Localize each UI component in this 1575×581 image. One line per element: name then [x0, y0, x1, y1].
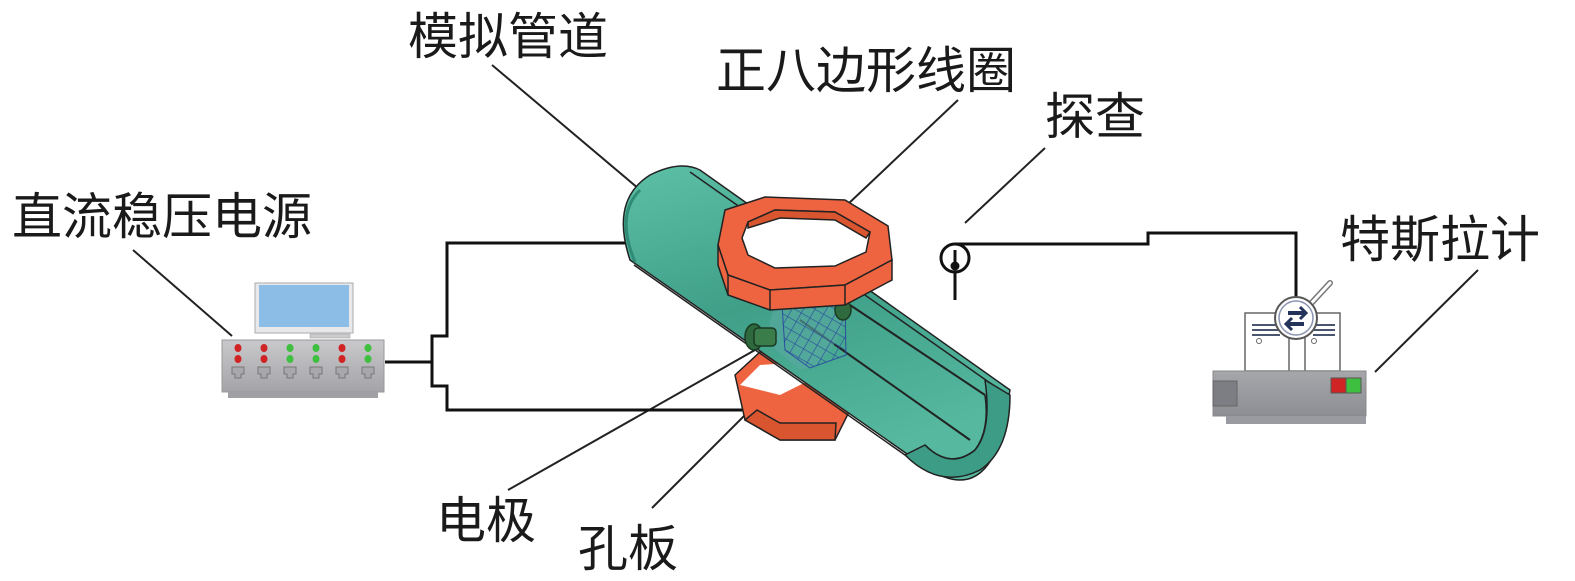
- label-octagon-coil: 正八边形线圈: [716, 42, 1016, 100]
- leader-coil: [846, 99, 959, 206]
- label-orifice-plate: 孔板: [578, 520, 678, 578]
- leader-pipe: [491, 64, 665, 211]
- swap-arrows-icon: [1283, 305, 1309, 332]
- leader-electrode: [507, 349, 756, 491]
- leader-probe: [964, 147, 1046, 224]
- label-dc-power-supply: 直流稳压电源: [12, 188, 312, 246]
- led-red: [234, 344, 242, 352]
- probe-wire: [955, 231, 1298, 302]
- leader-lines: [132, 64, 1479, 509]
- led-red: [234, 355, 242, 363]
- led-green: [364, 355, 372, 363]
- port-icon: [231, 366, 245, 379]
- power-wires: [385, 241, 745, 412]
- dc-power-supply: [221, 282, 385, 398]
- led-green: [312, 355, 320, 363]
- wire-bottom: [430, 362, 745, 412]
- label-electrode: 电极: [436, 492, 536, 550]
- led-green: [364, 344, 372, 352]
- led-red: [338, 344, 346, 352]
- label-simulated-pipe: 模拟管道: [408, 8, 608, 66]
- led-red: [338, 355, 346, 363]
- power-supply-screen: [259, 285, 349, 327]
- led-red: [260, 344, 268, 352]
- label-teslameter: 特斯拉计: [1340, 211, 1540, 269]
- led-green: [286, 355, 294, 363]
- wire-top: [385, 241, 730, 364]
- leader-teslameter: [1374, 269, 1479, 373]
- octagon-coil: [717, 196, 893, 311]
- teslameter-device: [1212, 280, 1367, 424]
- led-green: [312, 344, 320, 352]
- port-icon: [257, 366, 271, 379]
- led-red: [260, 355, 268, 363]
- port-icon: [283, 366, 297, 379]
- green-indicator: [1345, 377, 1362, 394]
- port-icon: [335, 366, 349, 379]
- red-indicator: [1330, 377, 1347, 394]
- probe: [939, 231, 1298, 302]
- led-green: [286, 344, 294, 352]
- label-probe: 探查: [1045, 88, 1145, 146]
- port-icon: [361, 366, 375, 379]
- electrodes: [744, 299, 852, 351]
- port-icon: [309, 366, 323, 379]
- leader-power: [132, 249, 233, 337]
